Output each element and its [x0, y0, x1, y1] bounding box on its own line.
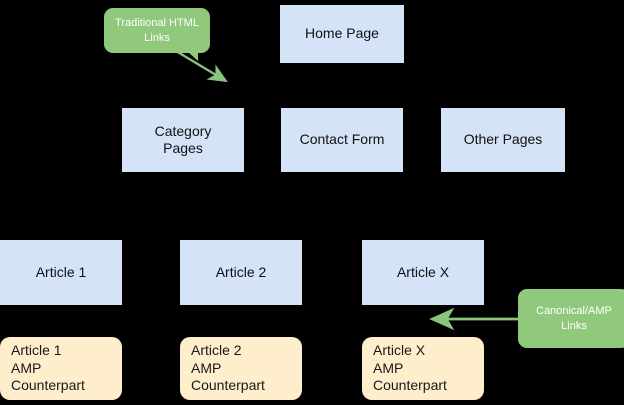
callout-canonical-amp-links-label: Canonical/AMP Links	[536, 305, 612, 332]
node-article-1-label: Article 1	[35, 263, 87, 280]
node-article-2-label: Article 2	[215, 263, 267, 280]
node-contact-form-label: Contact Form	[299, 131, 385, 148]
node-home-page-label: Home Page	[305, 25, 379, 42]
node-category-pages[interactable]: Category Pages	[122, 108, 244, 172]
node-article-1[interactable]: Article 1	[0, 240, 122, 305]
edge-traditional-html-links-arrow	[175, 50, 228, 83]
node-article-2[interactable]: Article 2	[180, 240, 302, 305]
node-article-x-label: Article X	[396, 263, 450, 280]
callout-traditional-html-links-tail	[188, 52, 198, 61]
node-article-x-amp-label: Article X AMP Counterpart	[373, 342, 447, 394]
node-article-x[interactable]: Article X	[362, 240, 484, 305]
node-category-pages-label: Category Pages	[154, 122, 212, 157]
node-article-1-amp-label: Article 1 AMP Counterpart	[11, 342, 85, 394]
callout-traditional-html-links-label: Traditional HTML Links	[115, 17, 199, 44]
callout-traditional-html-links: Traditional HTML Links	[104, 8, 210, 53]
node-other-pages-label: Other Pages	[463, 131, 543, 148]
node-other-pages[interactable]: Other Pages	[441, 108, 565, 172]
node-article-2-amp[interactable]: Article 2 AMP Counterpart	[180, 337, 302, 400]
node-contact-form[interactable]: Contact Form	[281, 108, 403, 172]
node-article-1-amp[interactable]: Article 1 AMP Counterpart	[0, 337, 122, 400]
node-article-x-amp[interactable]: Article X AMP Counterpart	[362, 337, 484, 400]
node-home-page[interactable]: Home Page	[280, 5, 404, 63]
callout-canonical-amp-links: Canonical/AMP Links	[518, 289, 624, 348]
node-article-2-amp-label: Article 2 AMP Counterpart	[191, 342, 265, 394]
